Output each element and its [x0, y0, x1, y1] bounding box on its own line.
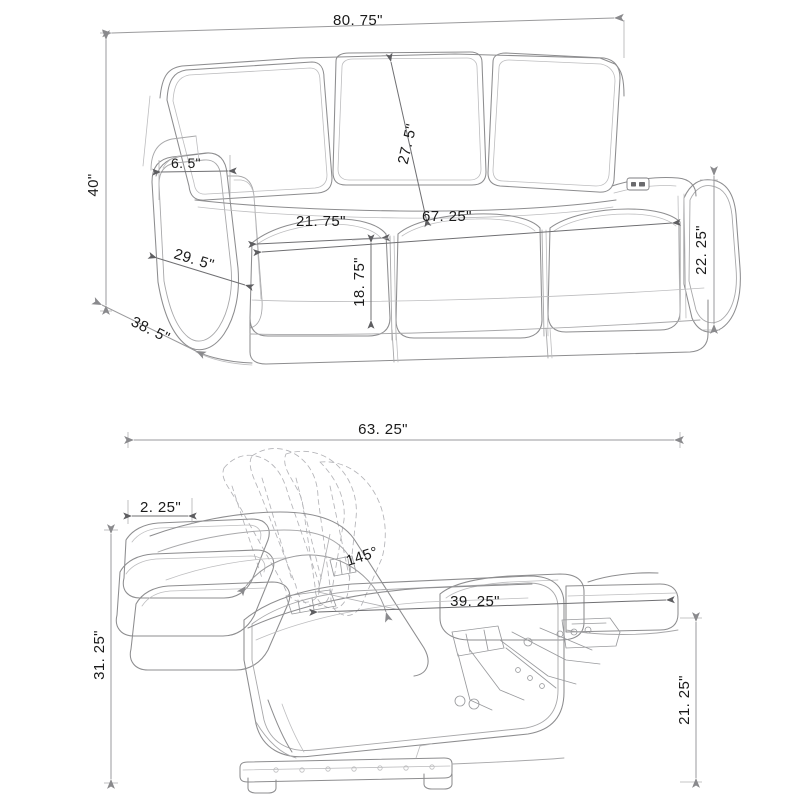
dimension-label-seat-depth: 21. 75"	[296, 213, 346, 230]
dimension-label-arm-width: 6. 5"	[171, 155, 201, 171]
dimension-line	[101, 13, 625, 38]
dimension-overall-height: 40"	[85, 30, 112, 315]
dimension-label-footrest-height: 21. 25"	[676, 675, 693, 725]
dimension-label-overall-height: 40"	[85, 173, 102, 196]
dimension-line	[252, 218, 682, 257]
dimension-recliner-height: 31. 25"	[91, 524, 118, 789]
dimension-label-overall-width: 80. 75"	[333, 12, 383, 29]
dimension-label-recliner-height: 31. 25"	[91, 630, 108, 680]
dimension-overall-width: 80. 75"	[101, 12, 625, 58]
dimension-arm-height: 22. 25"	[693, 166, 720, 334]
dimension-line	[147, 252, 255, 291]
power-control-icon[interactable]	[626, 177, 650, 191]
dimension-label-arm-height: 22. 25"	[693, 225, 710, 275]
recliner-artwork	[115, 448, 679, 794]
figure-recliner-side: 63. 25" 2. 25" 145° 39. 25" 31. 25"	[91, 421, 702, 794]
dimension-label-wall-clearance: 2. 25"	[140, 499, 181, 516]
dimension-reclined-length: 63. 25"	[124, 421, 684, 448]
dimension-seat-to-footrest: 39. 25"	[309, 593, 675, 616]
dimension-seat-height: 18. 75"	[351, 234, 391, 329]
dimension-line	[385, 52, 432, 228]
dimension-arm-width: 6. 5"	[152, 155, 237, 200]
dimension-line	[91, 297, 207, 359]
dimension-line	[309, 596, 675, 616]
dimension-wall-clearance: 2. 25"	[123, 498, 197, 524]
figure-sofa-front: 80. 75" 40" 6. 5" 27. 5" 21. 75"	[85, 12, 741, 366]
dimension-label-seat-height: 18. 75"	[351, 257, 368, 307]
dimension-seat-width: 67. 25"	[252, 208, 682, 257]
dimension-label-reclined-length: 63. 25"	[358, 421, 408, 438]
dimension-label-seat-width: 67. 25"	[422, 208, 472, 225]
angle-arc	[236, 554, 393, 623]
power-recline-control[interactable]	[626, 177, 650, 191]
dimension-label-seat-to-footrest: 39. 25"	[450, 593, 500, 610]
dimension-line	[152, 167, 237, 176]
dimension-footrest-height: 21. 25"	[676, 612, 702, 788]
